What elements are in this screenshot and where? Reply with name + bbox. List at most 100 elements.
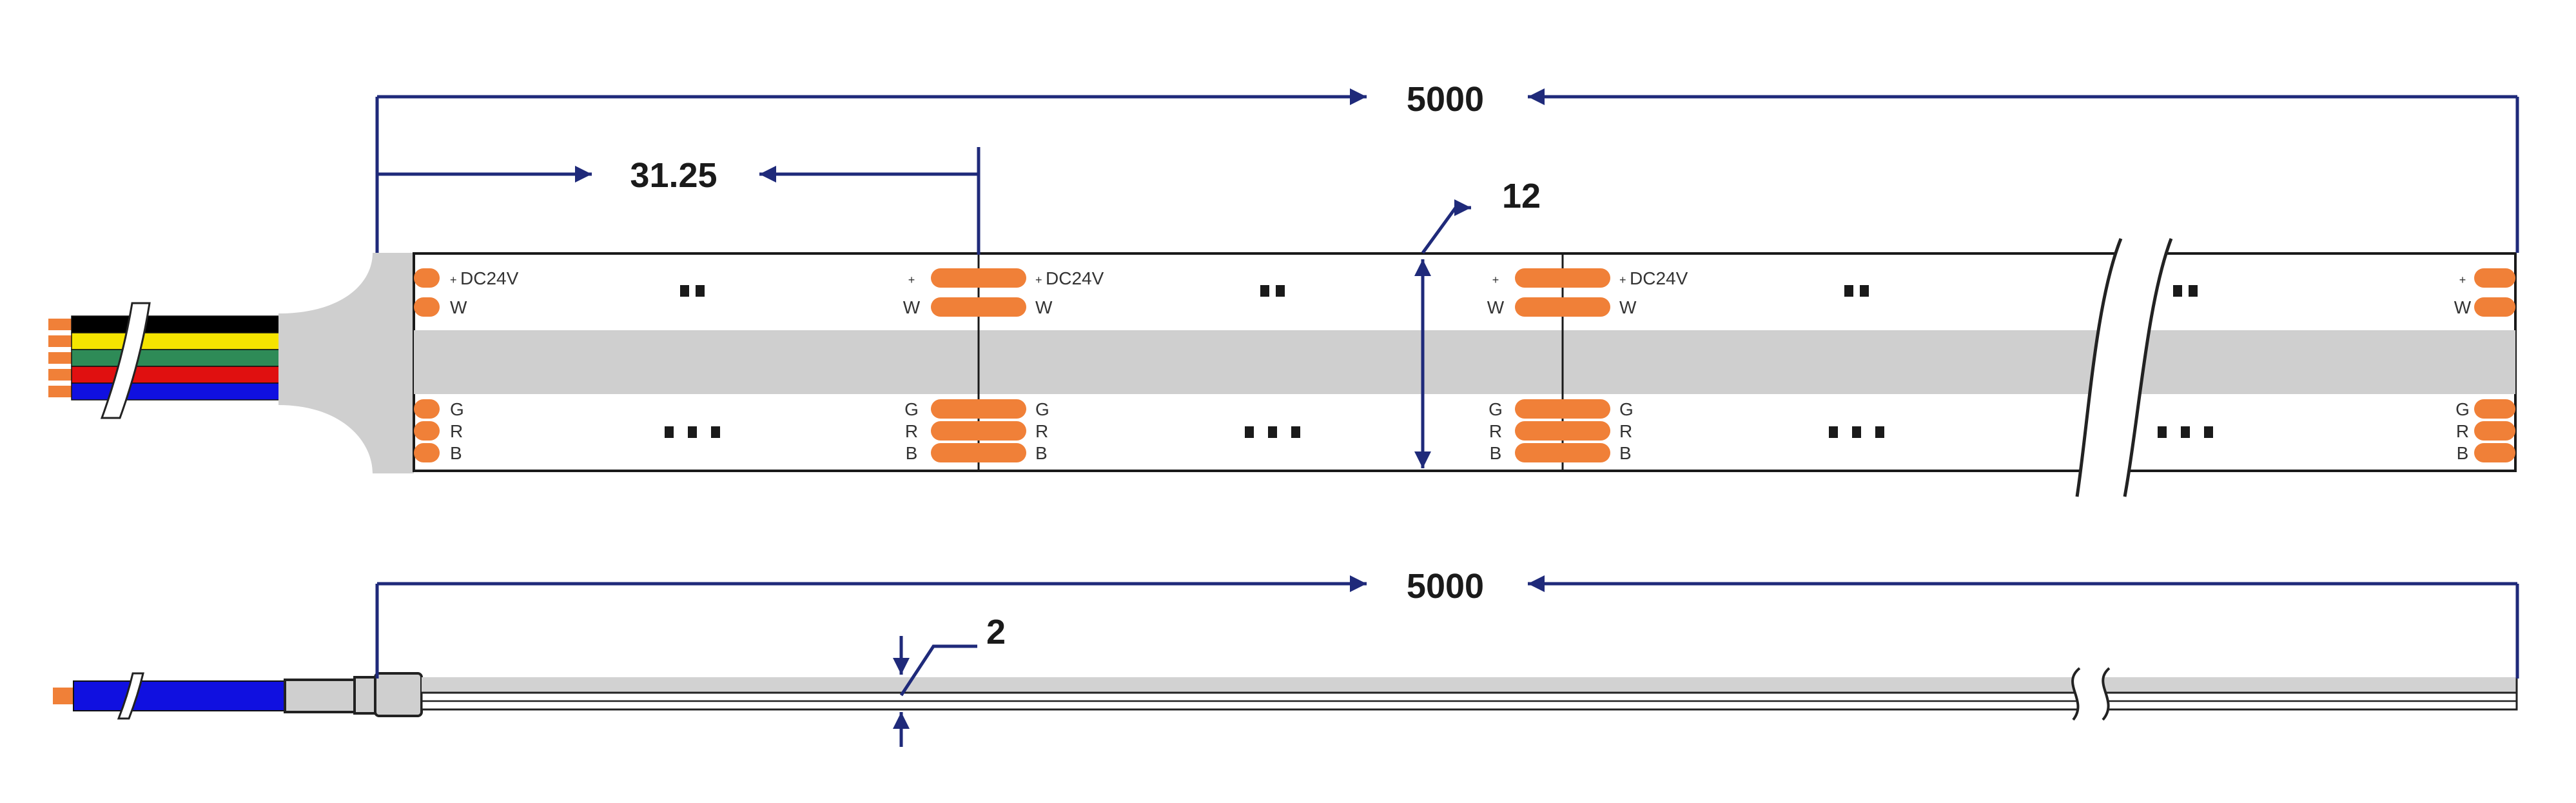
- dimension-cut-length: 31.25: [377, 147, 981, 255]
- pad-label-w: W: [1035, 297, 1053, 317]
- pad-label-g: G: [904, 399, 919, 419]
- led-chip-white: [1260, 285, 1269, 297]
- pad-label-b: B: [450, 443, 462, 463]
- pad-label-r: R: [2456, 421, 2469, 441]
- led-chip-rgb: [688, 426, 697, 438]
- solder-pad: [1515, 443, 1610, 462]
- wire-red: [71, 366, 280, 384]
- side-coating: [422, 677, 2517, 693]
- wire-break-mark: [100, 302, 151, 419]
- cut-length-label: 31.25: [630, 156, 717, 195]
- side-end-cap-flange: [353, 676, 376, 715]
- pad-label-g: G: [450, 399, 464, 419]
- pad-label-w: W: [1619, 297, 1637, 317]
- pad-label-plus: +: [2459, 273, 2466, 286]
- pad-label-plus: +: [908, 273, 915, 286]
- led-chip-rgb: [1829, 426, 1838, 438]
- dimension-strip-width: 12: [1414, 177, 1541, 468]
- pad-label-r: R: [450, 421, 463, 441]
- wire-tip: [48, 386, 72, 397]
- led-chip-white: [1844, 285, 1853, 297]
- led-chip-white: [680, 285, 689, 297]
- wire-tip: [48, 352, 72, 364]
- wire-green: [71, 349, 280, 367]
- wire-tip: [48, 335, 72, 347]
- led-chip-white: [1276, 285, 1285, 297]
- end-cap: [278, 253, 414, 473]
- solder-pad: [2474, 297, 2515, 317]
- pad-label-r: R: [1489, 421, 1502, 441]
- side-break-line: [2071, 667, 2081, 721]
- pad-label-voltage: DC24V: [1046, 268, 1104, 288]
- solder-pad: [931, 443, 1026, 462]
- strip-width-label: 12: [1502, 177, 1541, 215]
- pad-label-r: R: [905, 421, 918, 441]
- led-chip-rgb: [2181, 426, 2190, 438]
- led-chip-white: [1860, 285, 1869, 297]
- side-length-label: 5000: [1407, 567, 1484, 606]
- pad-label-b: B: [906, 443, 918, 463]
- solder-pad: [2474, 268, 2515, 288]
- wire-bundle: [48, 302, 280, 419]
- pad-label-b: B: [1035, 443, 1048, 463]
- led-chip-rgb: [711, 426, 720, 438]
- solder-pad: [1515, 268, 1610, 288]
- wire-tip: [48, 319, 72, 330]
- led-chip-white: [696, 285, 705, 297]
- side-break-gap: [2073, 668, 2109, 720]
- pad-label-r: R: [1619, 421, 1632, 441]
- strip-break-gap: [2077, 239, 2171, 497]
- side-end-cap-tip: [374, 672, 423, 717]
- pad-label-w: W: [903, 297, 921, 317]
- side-wire: [73, 680, 287, 711]
- pad-label-voltage: DC24V: [1630, 268, 1688, 288]
- total-length-label: 5000: [1407, 80, 1484, 119]
- led-chip-rgb: [2158, 426, 2167, 438]
- wire-blue: [71, 382, 280, 401]
- led-chip-rgb: [1268, 426, 1277, 438]
- strip-center-band: [414, 330, 2515, 394]
- pad-label-voltage: DC24V: [460, 268, 519, 288]
- led-chip-rgb: [1875, 426, 1884, 438]
- solder-pad: [414, 268, 440, 288]
- dimension-side-length: 5000: [375, 567, 2519, 679]
- pad-label-g: G: [2455, 399, 2470, 419]
- solder-pad: [931, 421, 1026, 441]
- solder-pad: [931, 297, 1026, 317]
- pad-label-plus: +: [1619, 273, 1626, 286]
- solder-pad: [414, 421, 440, 441]
- solder-pad: [414, 297, 440, 317]
- wire-black: [71, 315, 280, 333]
- pad-label-r: R: [1035, 421, 1048, 441]
- pad-label-b: B: [1490, 443, 1502, 463]
- solder-pad: [1515, 297, 1610, 317]
- pad-label-b: B: [2457, 443, 2469, 463]
- solder-pad: [931, 268, 1026, 288]
- pad-label-w: W: [2454, 297, 2472, 317]
- solder-pad: [414, 443, 440, 462]
- pad-label-g: G: [1619, 399, 1634, 419]
- dimension-thickness: 2: [893, 613, 1006, 747]
- strip-top-view: +WGRB+WGRB+DC24VWGRB+DC24VWGRB+DC24VWGRB…: [48, 238, 2517, 497]
- led-chip-white: [2173, 285, 2182, 297]
- strip-side-view: [53, 667, 2518, 721]
- solder-pad: [931, 399, 1026, 419]
- thickness-label: 2: [986, 613, 1006, 651]
- pad-label-b: B: [1619, 443, 1632, 463]
- pad-label-w: W: [1487, 297, 1505, 317]
- side-wire-break-mark: [117, 672, 144, 720]
- strip-break-line: [2123, 238, 2173, 497]
- led-chip-rgb: [1291, 426, 1300, 438]
- side-break-line: [2102, 667, 2111, 721]
- led-chip-white: [2189, 285, 2198, 297]
- pad-label-plus: +: [1035, 273, 1042, 286]
- led-chip-rgb: [665, 426, 674, 438]
- side-end-cap: [284, 679, 356, 713]
- solder-pad: [2474, 443, 2515, 462]
- led-chip-rgb: [1852, 426, 1861, 438]
- wire-tip: [48, 369, 72, 381]
- solder-pad: [2474, 421, 2515, 441]
- led-chip-rgb: [1245, 426, 1254, 438]
